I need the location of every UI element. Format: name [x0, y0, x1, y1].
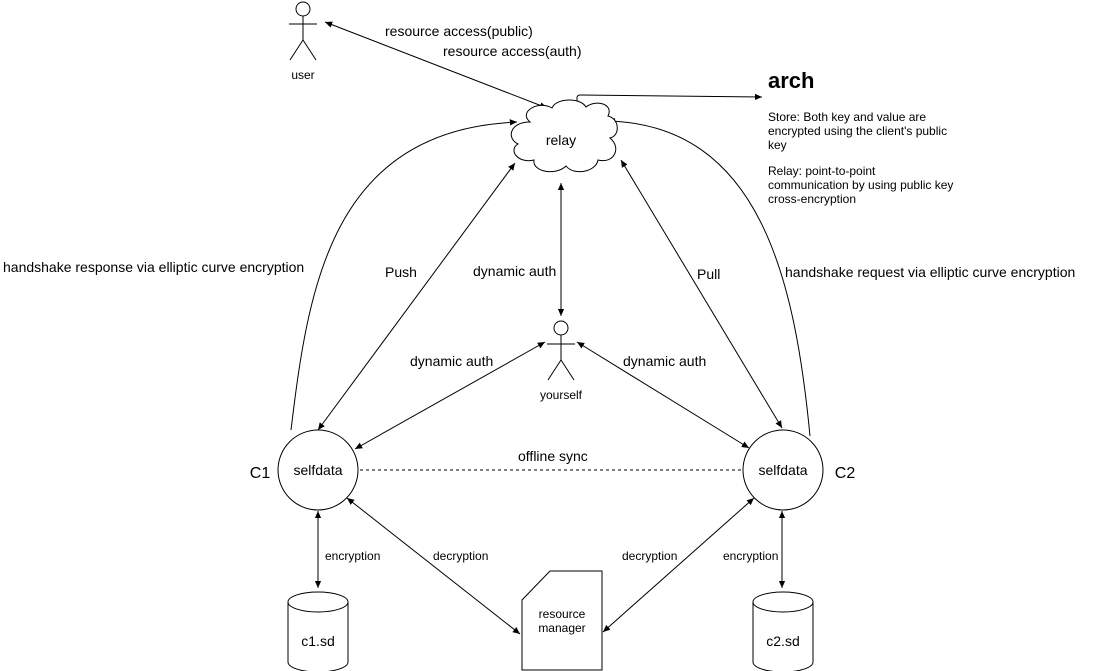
edge-label-resource-public: resource access(public) — [385, 23, 533, 39]
c1-selfdata-label: selfdata — [293, 462, 342, 478]
c2-selfdata-label: selfdata — [758, 462, 807, 478]
c2-store-label: c2.sd — [766, 633, 799, 649]
edge-label-encryption-left: encryption — [325, 549, 380, 563]
note-store: Store: Both key and value are encrypted … — [768, 110, 948, 152]
edge-label-encryption-right: encryption — [723, 549, 778, 563]
c2-selfdata-node — [742, 429, 824, 511]
resource-manager-label-line2: manager — [538, 621, 585, 635]
edge-push — [317, 162, 516, 431]
edge-user-relay — [324, 21, 548, 109]
yourself-actor-icon — [547, 320, 575, 381]
edge-label-dynamic-auth-left: dynamic auth — [410, 353, 493, 369]
edge-label-resource-auth: resource access(auth) — [443, 43, 582, 59]
c1-label: C1 — [250, 465, 271, 482]
yourself-label: yourself — [540, 388, 583, 402]
relay-label: relay — [546, 132, 576, 148]
edge-label-dynamic-auth-center: dynamic auth — [473, 263, 556, 279]
edge-c1-resource — [346, 497, 521, 635]
user-actor-icon — [289, 1, 317, 61]
edge-label-dynamic-auth-right: dynamic auth — [623, 353, 706, 369]
c2-label: C2 — [835, 465, 856, 482]
edge-c2-resource — [602, 497, 755, 633]
edge-label-decryption-left: decryption — [433, 549, 488, 563]
resource-manager-document-icon — [521, 570, 603, 671]
c1-store-label: c1.sd — [301, 633, 334, 649]
user-label: user — [291, 68, 314, 82]
edge-pull — [620, 159, 783, 429]
c1-selfdata-node — [277, 429, 359, 511]
c2-store-cylinder-icon — [752, 591, 814, 671]
edge-label-push: Push — [385, 264, 417, 280]
edge-label-handshake-response: handshake response via elliptic curve en… — [3, 259, 304, 275]
c1-store-cylinder-icon — [287, 591, 349, 671]
diagram-title: arch — [768, 68, 814, 93]
edge-relay-arch — [576, 93, 763, 118]
edge-label-handshake-request: handshake request via elliptic curve enc… — [785, 264, 1075, 280]
resource-manager-label-line1: resource — [539, 607, 586, 621]
relay-cloud-icon — [510, 99, 618, 173]
edge-label-decryption-right: decryption — [622, 549, 677, 563]
edge-label-offline-sync: offline sync — [518, 448, 588, 464]
edge-yourself-c2 — [576, 341, 750, 449]
note-relay: Relay: point-to-point communication by u… — [768, 164, 954, 206]
edge-label-pull: Pull — [697, 266, 720, 282]
edge-yourself-c1 — [354, 341, 546, 450]
